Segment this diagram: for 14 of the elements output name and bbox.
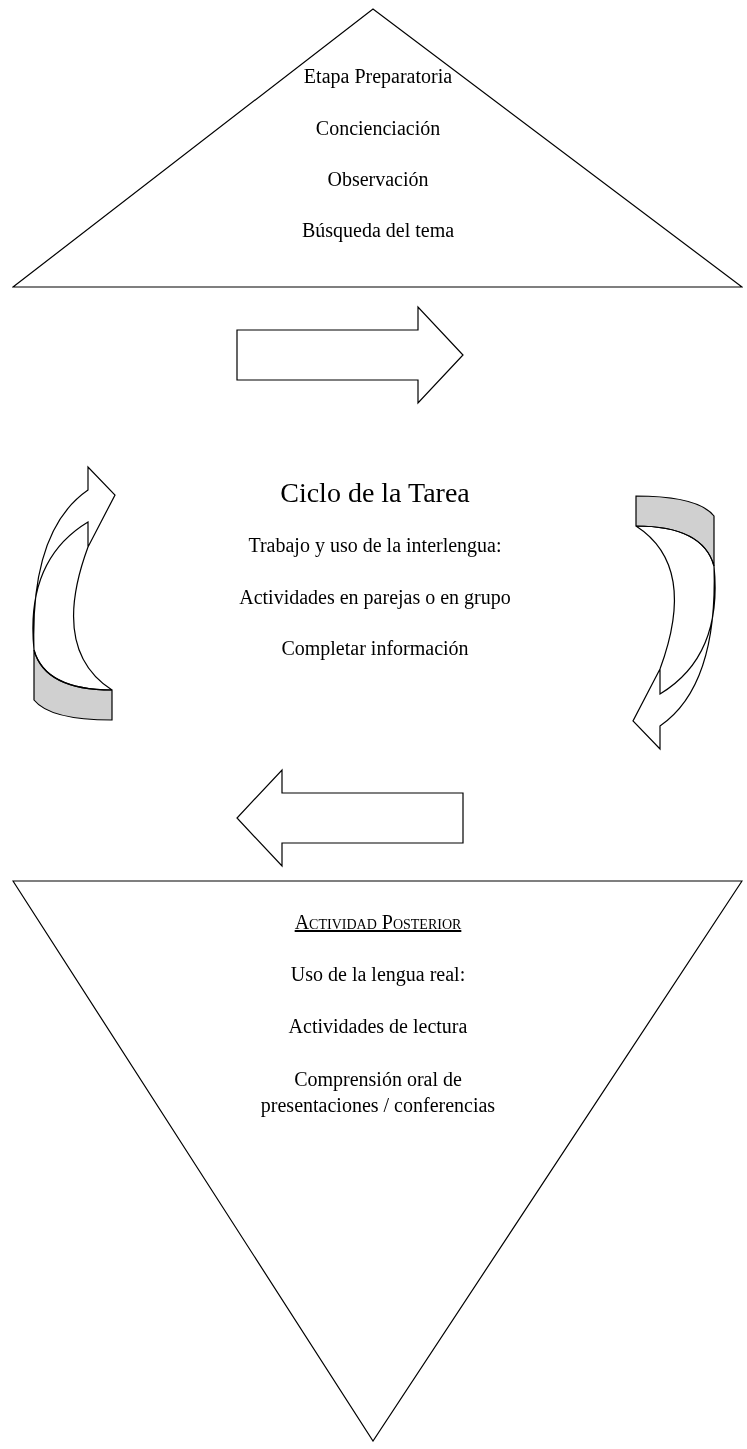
text-line: Comprensión oral de presentaciones / conferencias	[259, 1067, 497, 1118]
text-line: Trabajo y uso de la interlengua:	[247, 533, 503, 557]
triangle-shape	[12, 8, 743, 288]
text-line: Uso de la lengua real:	[289, 962, 467, 986]
text-line: Actividades en parejas o en grupo	[238, 585, 512, 609]
inverted-triangle-shape	[12, 880, 743, 1442]
text-line: Observación	[326, 167, 430, 191]
text-line: Completar información	[280, 636, 470, 660]
text-line: Actividades de lectura	[287, 1014, 469, 1038]
heading: Ciclo de la Tarea	[279, 476, 471, 510]
heading: Actividad Posterior	[293, 910, 463, 934]
text-line: Búsqueda del tema	[300, 218, 456, 242]
text-line: Etapa Preparatoria	[302, 64, 454, 88]
text-line: Concienciación	[314, 116, 442, 140]
